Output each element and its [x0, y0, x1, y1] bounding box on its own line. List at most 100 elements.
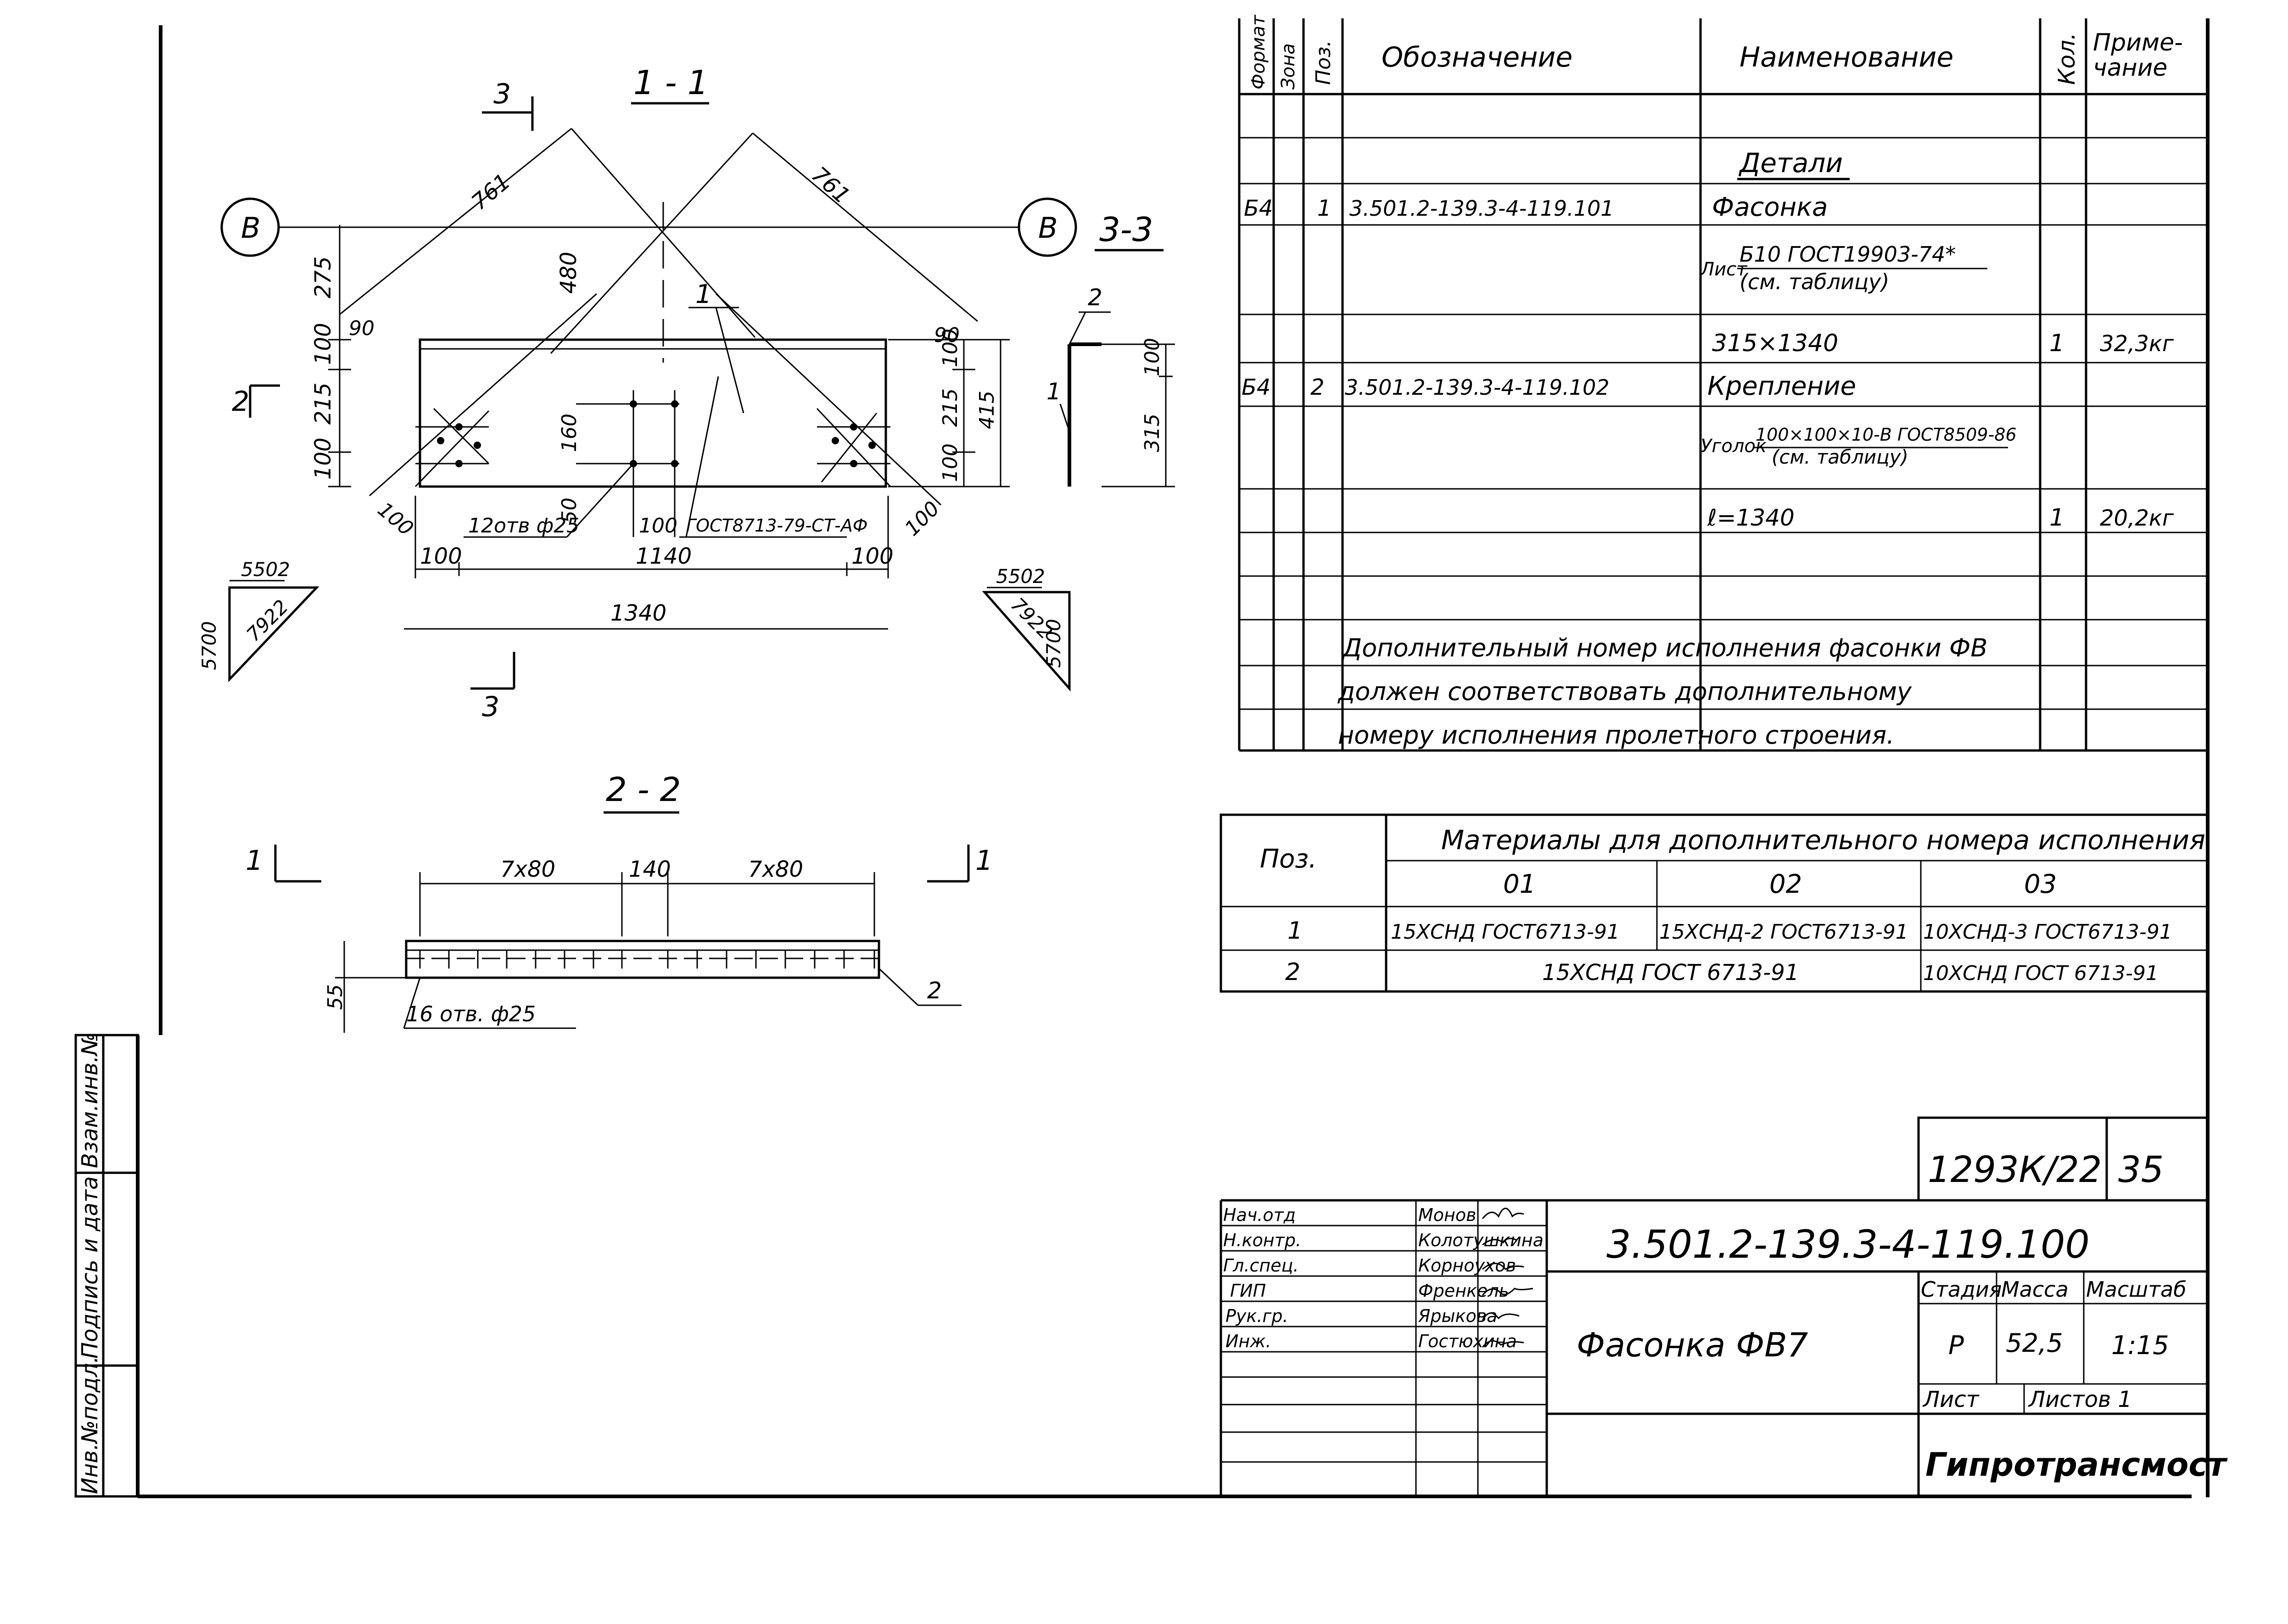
section-2-2-title: 2 - 2	[606, 770, 681, 809]
dim-275: 275	[310, 256, 336, 298]
tb-mass-header: Масса	[2001, 1277, 2069, 1302]
stamp-vzam-inv: Взам.инв.№	[77, 1033, 103, 1168]
spec-r2-pos: 2	[1310, 375, 1325, 400]
pos-1-label: 1	[695, 280, 712, 309]
tb-document-code: 3.501.2-139.3-4-119.100	[1606, 1222, 2090, 1267]
spec-r2-name: Крепление	[1707, 371, 1856, 401]
spec-header-designation: Обозначение	[1382, 41, 1572, 73]
spec-header-format: Формат	[1248, 14, 1269, 90]
axis-b-right-marker	[1018, 197, 1077, 257]
holes-16-note: 16 отв. ф25	[406, 1002, 536, 1026]
cut-2-label: 2	[232, 386, 249, 418]
spec-header-name: Наименование	[1740, 41, 1953, 73]
section-3-3-pos-1: 1	[1046, 378, 1061, 405]
dim-480: 480	[556, 252, 582, 294]
spec-r1-mat-prefix: Лист	[1700, 259, 1748, 280]
dim-415: 415	[975, 391, 999, 429]
axis-b-left-label: В	[241, 211, 261, 245]
dim-140: 140	[629, 857, 671, 882]
section-1-1-title: 1 - 1	[633, 63, 708, 102]
spec-note-line-3: номеру исполнения пролетного строения.	[1338, 721, 1894, 750]
dim-100-bottom-right: 100	[851, 543, 894, 569]
cut-3-top-label: 3	[493, 78, 511, 110]
cut-1-right-label: 1	[975, 845, 993, 877]
mat-header-pos: Поз.	[1260, 844, 1317, 874]
stamp-podp-data: Подпись и дата	[77, 1176, 103, 1359]
tb-name-4: Френкель	[1418, 1281, 1509, 1301]
spec-r2-format: Б4	[1242, 375, 1270, 400]
mat-col-02: 02	[1769, 869, 1802, 899]
title-block: 1293К/22 35 Нач.отд Монов Н.конт	[1220, 991, 2228, 1497]
spec-r1-qty: 1	[2049, 330, 2064, 357]
tb-project-code: 1293К/22	[1928, 1149, 2102, 1191]
tb-stage-header: Стадия	[1921, 1277, 2002, 1302]
mat-r1-c2: 15ХСНД-2 ГОСТ6713-91	[1659, 920, 1908, 944]
section-3-3-title: 3-3	[1099, 210, 1153, 249]
tb-role-4: ГИП	[1230, 1281, 1266, 1301]
spec-r2-note: 20,2кг	[2100, 505, 2174, 531]
dim-315-3-3: 315	[1141, 414, 1164, 452]
spec-r1-format: Б4	[1244, 196, 1273, 221]
dim-160: 160	[558, 414, 581, 452]
dim-100-bottom-left: 100	[420, 543, 462, 569]
dim-100-3-3: 100	[1141, 338, 1164, 376]
spec-r2-code: 3.501.2-139.3-4-119.102	[1345, 375, 1610, 400]
dim-100-diag-left: 100	[373, 498, 418, 540]
tb-sheets-label: Листов 1	[2028, 1387, 2132, 1412]
spec-r2-qty: 1	[2049, 504, 2064, 532]
mat-r1-pos: 1	[1287, 917, 1303, 945]
mat-col-01: 01	[1503, 869, 1536, 899]
weld-note: ГОСТ8713-79-СТ-АФ	[686, 515, 867, 536]
spec-header-zone: Зона	[1278, 43, 1299, 90]
tb-name-2: Колотушкина	[1418, 1230, 1544, 1250]
stamp-inv-podl: Инв.№подл.	[77, 1356, 103, 1494]
spec-header-note-1: Приме-	[2093, 29, 2183, 56]
tb-scale-header: Масштаб	[2086, 1277, 2187, 1302]
mat-r1-c1: 15ХСНД ГОСТ6713-91	[1391, 920, 1620, 944]
dim-100-right-bottom: 100	[939, 443, 962, 482]
tb-name-3: Корноухов	[1418, 1255, 1516, 1276]
tb-scale-value: 1:15	[2111, 1331, 2169, 1361]
spec-r1-mat-bottom: (см. таблицу)	[1740, 269, 1889, 294]
spec-note-line-1: Дополнительный номер исполнения фасонки …	[1342, 633, 1987, 662]
tri-right-5502: 5502	[996, 565, 1045, 588]
tb-item-name: Фасонка ФВ7	[1577, 1326, 1808, 1364]
tb-mass-value: 52,5	[2006, 1328, 2063, 1358]
spec-r1-size: 315×1340	[1712, 330, 1838, 357]
mat-r1-c3: 10ХСНД-3 ГОСТ6713-91	[1923, 920, 2172, 944]
bolt-group-right	[816, 408, 891, 487]
sheet-frame	[136, 18, 2210, 1498]
spec-table: Формат Зона Поз. Обозначение Наименовани…	[1238, 14, 2209, 752]
signatures	[1482, 1208, 1533, 1348]
cut-3-bottom-label: 3	[482, 691, 499, 723]
dim-1140: 1140	[636, 543, 692, 569]
spec-header-qty: Кол.	[2053, 33, 2080, 85]
tb-name-6: Гостюхина	[1418, 1331, 1517, 1351]
spec-r2-size: ℓ=1340	[1707, 504, 1795, 531]
section-1-1: 1 - 1 3 В В 3-3 761 761 275	[198, 63, 1175, 723]
holes-12-note: 12отв ф25	[468, 514, 579, 538]
dim-761-left: 761	[467, 168, 515, 215]
dim-100-right-top: 100	[939, 329, 962, 367]
tri-right-5700: 5700	[1042, 619, 1065, 668]
tb-role-2: Н.контр.	[1223, 1230, 1301, 1250]
section-2-2-pos-2: 2	[927, 977, 942, 1004]
mat-r2-pos: 2	[1285, 958, 1300, 986]
slope-triangle-right: 5502 7922 5700	[982, 565, 1071, 692]
tb-role-6: Инж.	[1225, 1331, 1271, 1351]
section-2-2: 2 - 2 1 1 7x80 140 7x80	[246, 770, 993, 1033]
spec-r2-mat-prefix: Уголок	[1701, 436, 1767, 457]
spec-r1-note: 32,3кг	[2100, 331, 2174, 357]
spec-r2-mat-bottom: (см. таблицу)	[1772, 446, 1908, 468]
tb-role-3: Гл.спец.	[1223, 1255, 1299, 1276]
section-3-3-pos-2: 2	[1088, 284, 1102, 311]
dim-7x80-right: 7x80	[748, 857, 803, 882]
dim-100-diag-right: 100	[901, 497, 944, 540]
tb-stage-value: Р	[1948, 1331, 1964, 1361]
tb-sheet-number: 35	[2118, 1149, 2164, 1191]
side-stamp: Инв.№подл. Подпись и дата Взам.инв.№	[74, 1033, 139, 1498]
spec-r2-mat-top: 100×100×10-В ГОСТ8509-86	[1756, 425, 2017, 445]
spec-note-line-2: должен соответствовать дополнительному	[1337, 677, 1912, 706]
spec-r1-pos: 1	[1317, 196, 1331, 221]
dim-50: 50	[558, 498, 581, 523]
